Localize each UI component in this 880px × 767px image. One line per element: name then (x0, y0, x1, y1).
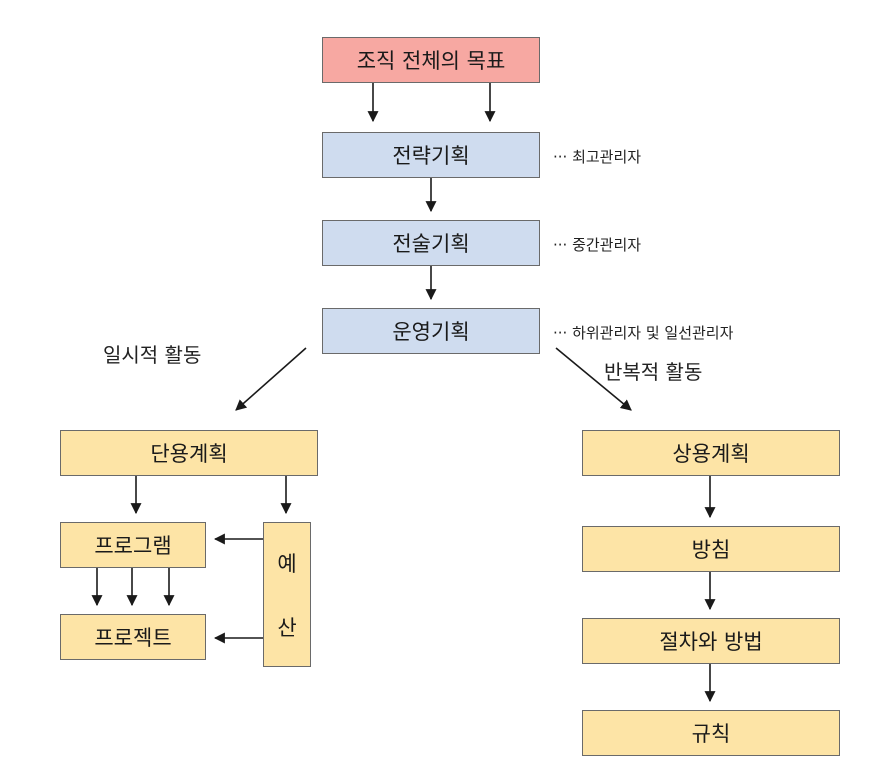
arrow-operational-single-use (235, 347, 307, 411)
tactical-note: ··· 중간관리자 (553, 236, 642, 254)
strategic-planning-box: 전략기획 (322, 132, 540, 178)
project-box: 프로젝트 (60, 614, 206, 660)
standing-plan-box: 상용계획 (582, 430, 840, 476)
strategic-note: ··· 최고관리자 (553, 148, 642, 166)
org-goal-box: 조직 전체의 목표 (322, 37, 540, 83)
tactical-planning-box: 전술기획 (322, 220, 540, 266)
repetitive-activity-label: 반복적 활동 (604, 360, 703, 384)
procedure-box: 절차와 방법 (582, 618, 840, 664)
operational-note: ··· 하위관리자 및 일선관리자 (553, 324, 734, 342)
program-box: 프로그램 (60, 522, 206, 568)
budget-char-1: 예 (277, 551, 297, 576)
policy-box: 방침 (582, 526, 840, 572)
temporary-activity-label: 일시적 활동 (103, 343, 202, 367)
budget-box: 예 산 (263, 522, 311, 667)
operational-planning-box: 운영기획 (322, 308, 540, 354)
budget-char-2: 산 (277, 615, 297, 640)
arrow-operational-standing (555, 347, 632, 411)
single-use-plan-box: 단용계획 (60, 430, 318, 476)
rule-box: 규칙 (582, 710, 840, 756)
